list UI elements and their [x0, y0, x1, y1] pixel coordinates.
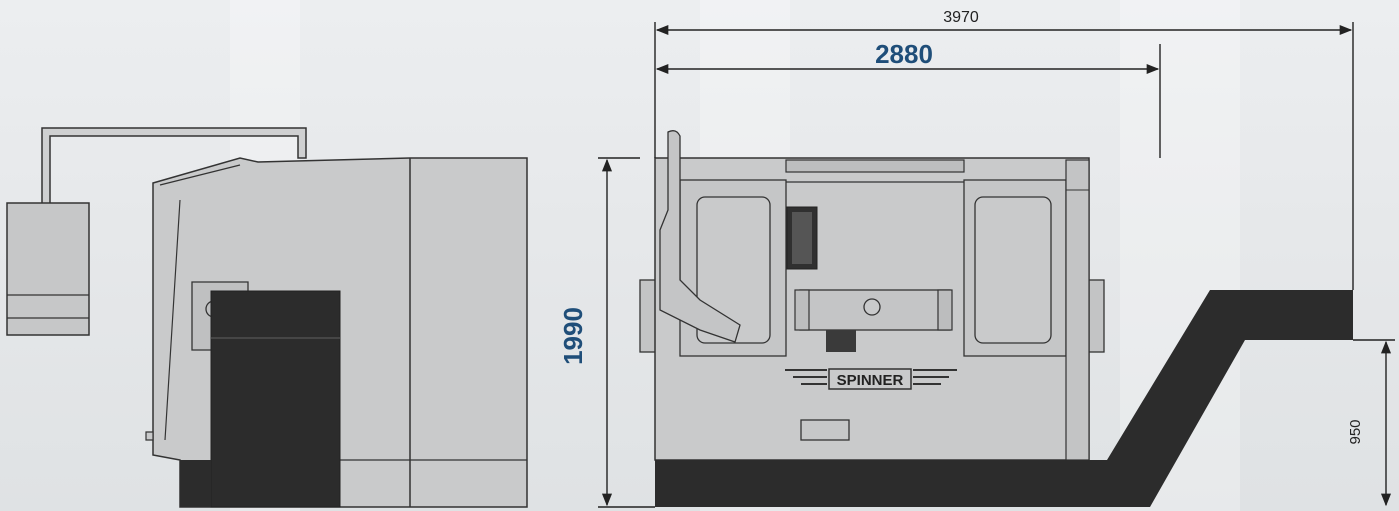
- left-door-window: [696, 196, 771, 344]
- dimension-lines: [598, 22, 1395, 508]
- front-base: [655, 460, 1107, 507]
- height-label: 1990: [558, 307, 588, 365]
- overall-length-label: 3970: [943, 9, 979, 26]
- control-panel: [6, 202, 90, 336]
- side-dark-block: [210, 290, 341, 508]
- tool-arm: [659, 130, 741, 343]
- chip-conveyor: [1089, 290, 1353, 507]
- conveyor-height-label: 950: [1347, 419, 1364, 444]
- front-view: SPINNER: [639, 130, 1353, 507]
- machine-length-label: 2880: [875, 39, 933, 69]
- logo-text: SPINNER: [837, 372, 904, 389]
- right-door-window: [974, 196, 1052, 344]
- side-view: [6, 127, 528, 508]
- spinner-logo: SPINNER: [785, 368, 957, 390]
